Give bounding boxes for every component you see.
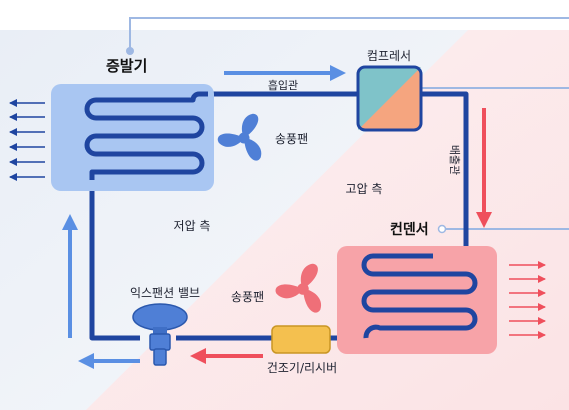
low-side-label: 저압 측 [174, 219, 211, 233]
fan-icon [275, 263, 322, 313]
air-flow-arrow-icon [9, 99, 45, 181]
flow-arrow-icon [224, 65, 346, 81]
leader-dot-condenser [437, 224, 447, 234]
fan-icon [217, 113, 262, 161]
drier-receiver-label: 건조기/리시버 [267, 361, 337, 375]
condenser-label: 컨덴서 [390, 221, 429, 238]
drier-receiver [271, 325, 331, 354]
evaporator-label: 증발기 [106, 57, 147, 75]
flow-arrow-icon [78, 353, 140, 369]
evaporator [51, 84, 214, 191]
expansion-valve [132, 303, 188, 366]
air-flow-arrow-icon [509, 261, 546, 339]
flow-arrow-icon [476, 108, 492, 228]
suction-line-label: 흡입관 [268, 78, 298, 92]
compressor [356, 65, 423, 132]
high-side-label: 고압 측 [346, 182, 383, 196]
fan-top-label: 송풍팬 [275, 132, 308, 146]
fan-bottom-label: 송풍팬 [231, 290, 264, 304]
expansion-valve-label: 익스팬션 밸브 [130, 286, 200, 300]
leader-lines [129, 17, 569, 230]
flow-arrow-icon [62, 214, 78, 338]
compressor-label: 컴프레서 [367, 49, 411, 63]
leader-dot-evaporator [126, 47, 134, 55]
flow-arrow-icon [190, 348, 263, 364]
discharge-line-label: 배출관 [448, 145, 461, 175]
condenser [337, 246, 497, 354]
